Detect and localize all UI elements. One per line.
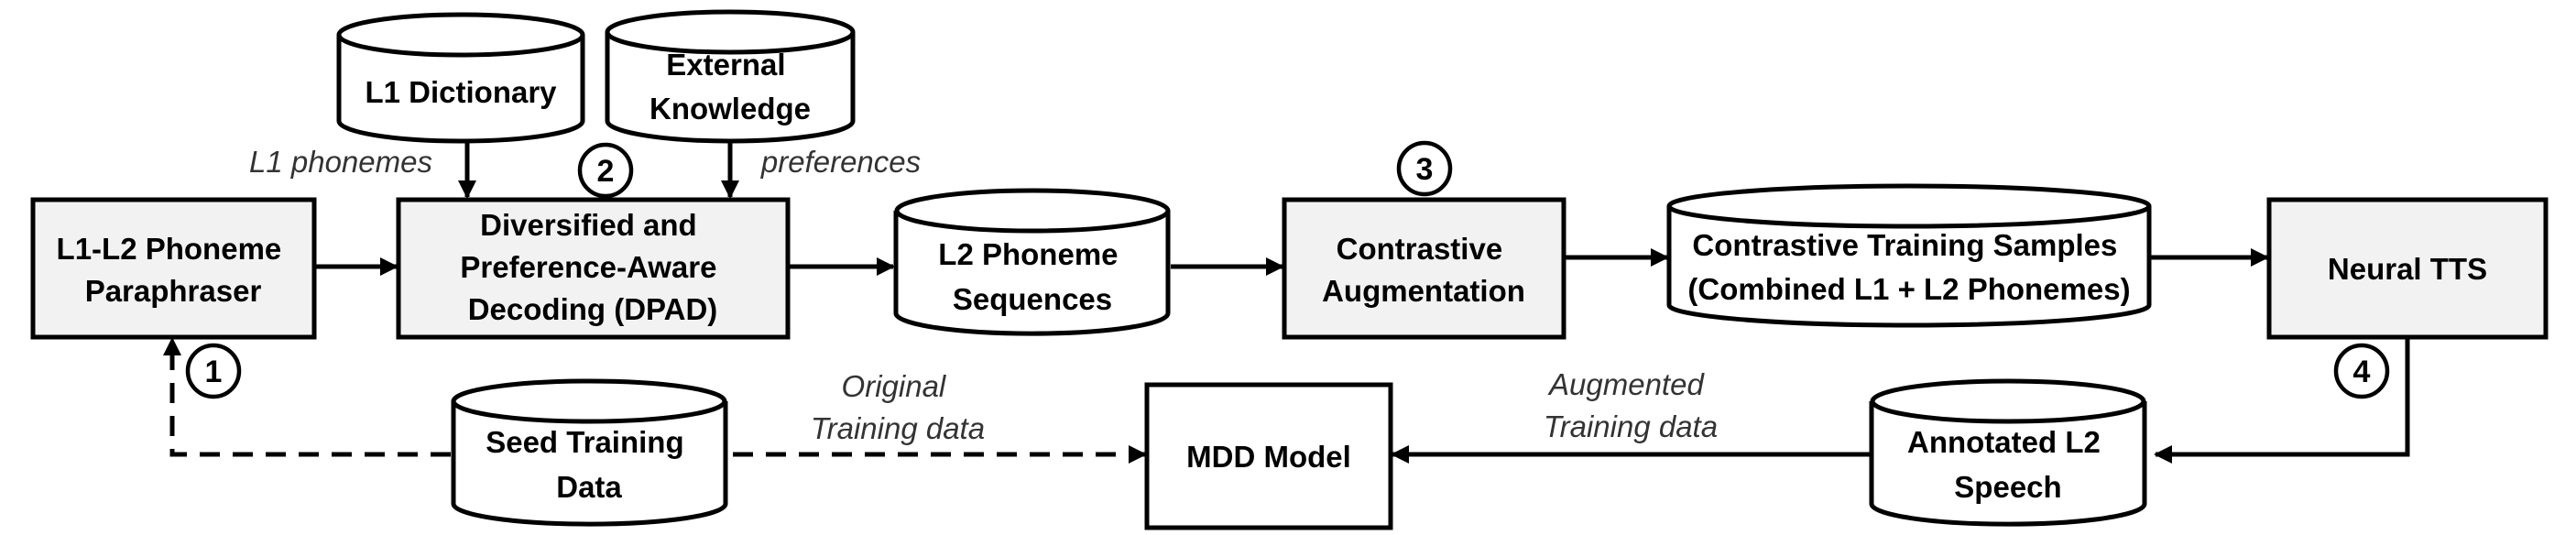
svg-text:4: 4 (2353, 355, 2371, 389)
node-label: Paraphraser (85, 274, 262, 308)
svg-text:1: 1 (205, 355, 223, 389)
node-external-knowledge: External Knowledge (605, 9, 856, 144)
node-label: External (666, 48, 785, 82)
node-label: Contrastive (1337, 232, 1503, 266)
svg-text:MDD Model: MDD Model (1186, 440, 1351, 474)
node-annotated-l2-speech: Annotated L2 Speech (1869, 378, 2147, 527)
svg-text:Annotated L2 Speech: Annotated L2 Speech (1907, 425, 2109, 504)
node-label: L2 Phoneme (938, 237, 1118, 271)
step-badge-3: 3 (1396, 140, 1453, 197)
svg-text:Diversified and Preferen: Diversified and Preference-Aware Decodin… (460, 208, 725, 326)
node-l1-dictionary: L1 Dictionary (336, 12, 585, 144)
edge-label-augmented-training-data: Augmented Training data (1544, 367, 1718, 443)
svg-text:Neural TTS: Neural TTS (2328, 252, 2487, 286)
node-label: Data (556, 470, 622, 504)
node-label: Augmentation (1322, 274, 1525, 308)
svg-text:Seed Training Data: Seed Training Data (486, 425, 693, 504)
node-paraphraser: L1-L2 Phoneme Paraphraser (30, 197, 317, 340)
step-badge-2: 2 (577, 142, 634, 199)
node-dpad: Diversified and Preference-Aware Decodin… (396, 197, 791, 340)
svg-text:Contrastive Augmentation: Contrastive Augmentation (1322, 232, 1525, 308)
edge-label-original-training-data: Original Training data (811, 369, 985, 445)
node-label: Neural TTS (2328, 252, 2487, 286)
svg-text:L1-L2 Phoneme Paraphrase: L1-L2 Phoneme Paraphraser (57, 232, 290, 308)
node-label: Diversified and (480, 208, 697, 242)
edges (163, 136, 2410, 464)
edge-seed-to-paraphraser (163, 337, 451, 457)
node-label: Annotated L2 (1907, 425, 2101, 459)
edge-label-l1-phonemes: L1 phonemes (249, 145, 432, 179)
node-label: L1 Dictionary (365, 75, 557, 109)
svg-text:L1 Dictionary: L1 Dictionary (365, 75, 557, 109)
node-label: (Combined L1 + L2 Phonemes) (1687, 272, 2130, 306)
node-contrastive-augmentation: Contrastive Augmentation (1282, 197, 1566, 340)
edge-label-preferences: preferences (760, 145, 921, 179)
node-label: Sequences (953, 282, 1112, 316)
node-label: L1-L2 Phoneme (57, 232, 282, 266)
node-mdd-model: MDD Model (1144, 382, 1393, 530)
node-l2-sequences: L2 Phoneme Sequences (893, 188, 1171, 336)
node-label: Preference-Aware (460, 250, 716, 284)
svg-text:3: 3 (1416, 152, 1434, 187)
node-contrastive-samples: Contrastive Training Samples (Combined L… (1666, 183, 2152, 328)
svg-text:External Knowledge: External Knowledge (649, 48, 811, 126)
node-label: Decoding (DPAD) (468, 292, 718, 326)
svg-text:2: 2 (597, 154, 615, 189)
node-label: Speech (1954, 470, 2061, 504)
step-badge-4: 4 (2333, 343, 2390, 399)
svg-text:L2 Phoneme Sequences: L2 Phoneme Sequences (938, 237, 1126, 316)
svg-text:Contrastive Training Samples: Contrastive Training Samples (Combined L… (1687, 228, 2130, 306)
edge-tts-to-annotated (2154, 339, 2410, 464)
step-badge-1: 1 (185, 343, 242, 399)
node-label: MDD Model (1186, 440, 1351, 474)
node-seed-training-data: Seed Training Data (451, 378, 728, 527)
node-neural-tts: Neural TTS (2266, 197, 2549, 340)
node-label: Contrastive Training Samples (1692, 228, 2117, 262)
node-label: Seed Training (486, 425, 683, 459)
node-label: Knowledge (649, 92, 811, 126)
